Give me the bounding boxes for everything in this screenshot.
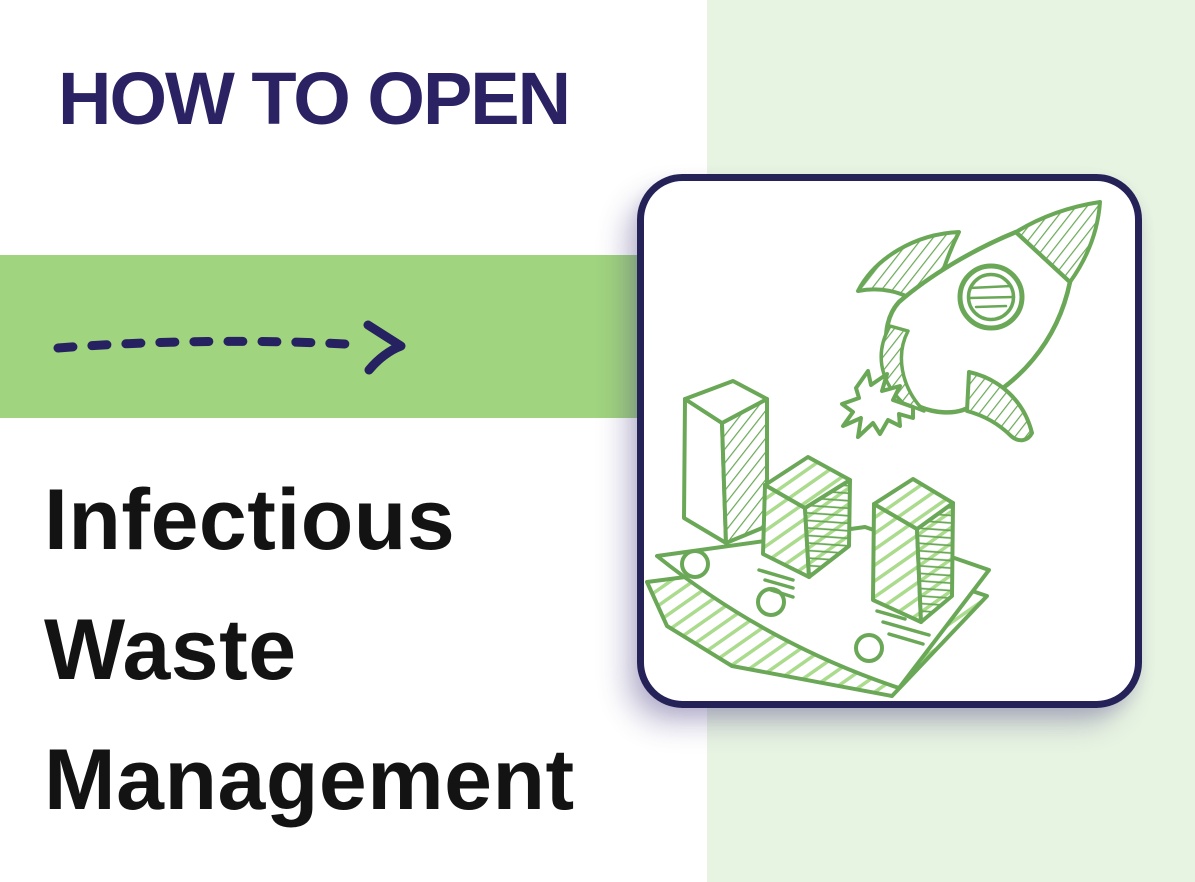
dashed-arrow-icon bbox=[53, 320, 406, 375]
rocket-growth-illustration bbox=[637, 174, 1142, 708]
headline-line-1: Infectious bbox=[44, 472, 456, 568]
rocket-fin-lower bbox=[965, 370, 1034, 443]
rocket-nose-cone bbox=[1014, 200, 1102, 284]
bar-middle bbox=[761, 455, 852, 579]
green-accent-band bbox=[0, 255, 682, 418]
headline: Infectious Waste Management bbox=[44, 455, 575, 845]
rocket-flame bbox=[840, 369, 915, 439]
rocket-window bbox=[957, 263, 1025, 331]
bar-left bbox=[682, 379, 769, 545]
card-border bbox=[637, 174, 1142, 708]
arrow-head bbox=[363, 320, 406, 375]
bar-chart-icon bbox=[682, 379, 955, 624]
headline-line-2: Waste bbox=[44, 602, 297, 698]
headline-line-3: Management bbox=[44, 732, 575, 828]
rocket-icon bbox=[840, 200, 1102, 443]
banknote-marks bbox=[757, 568, 931, 646]
illustration-card bbox=[637, 174, 1142, 708]
page-title: HOW TO OPEN bbox=[58, 57, 571, 140]
bar-right bbox=[871, 477, 955, 624]
arrow-shaft bbox=[53, 336, 351, 353]
